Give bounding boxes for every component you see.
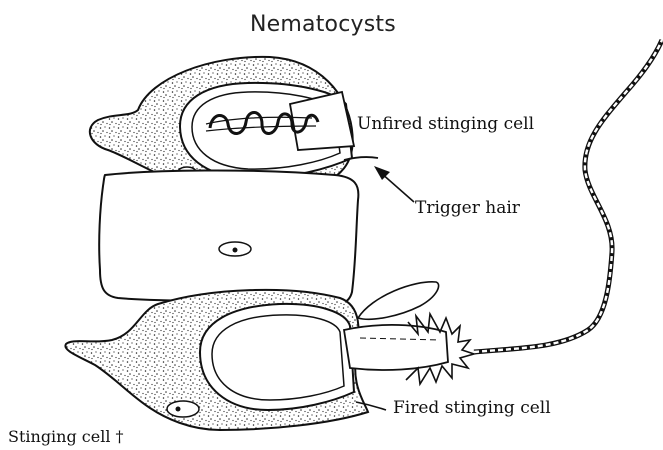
fired-nucleus: [167, 401, 199, 417]
label-fired-stinging-cell: Fired stinging cell: [393, 398, 551, 418]
label-stinging-cell: Stinging cell †: [8, 427, 124, 446]
label-unfired-stinging-cell: Unfired stinging cell: [357, 114, 534, 134]
fired-capsule-inner: [212, 315, 344, 400]
discharged-thread-outer: [474, 40, 662, 352]
epithelial-cell: [99, 170, 358, 304]
diagram-title: Nematocysts: [250, 12, 396, 37]
fired-everted-tube: [344, 325, 448, 370]
label-trigger-hair: Trigger hair: [415, 198, 520, 218]
cnidocil-loop: [358, 282, 439, 319]
epithelial-cell-body: [99, 170, 358, 304]
